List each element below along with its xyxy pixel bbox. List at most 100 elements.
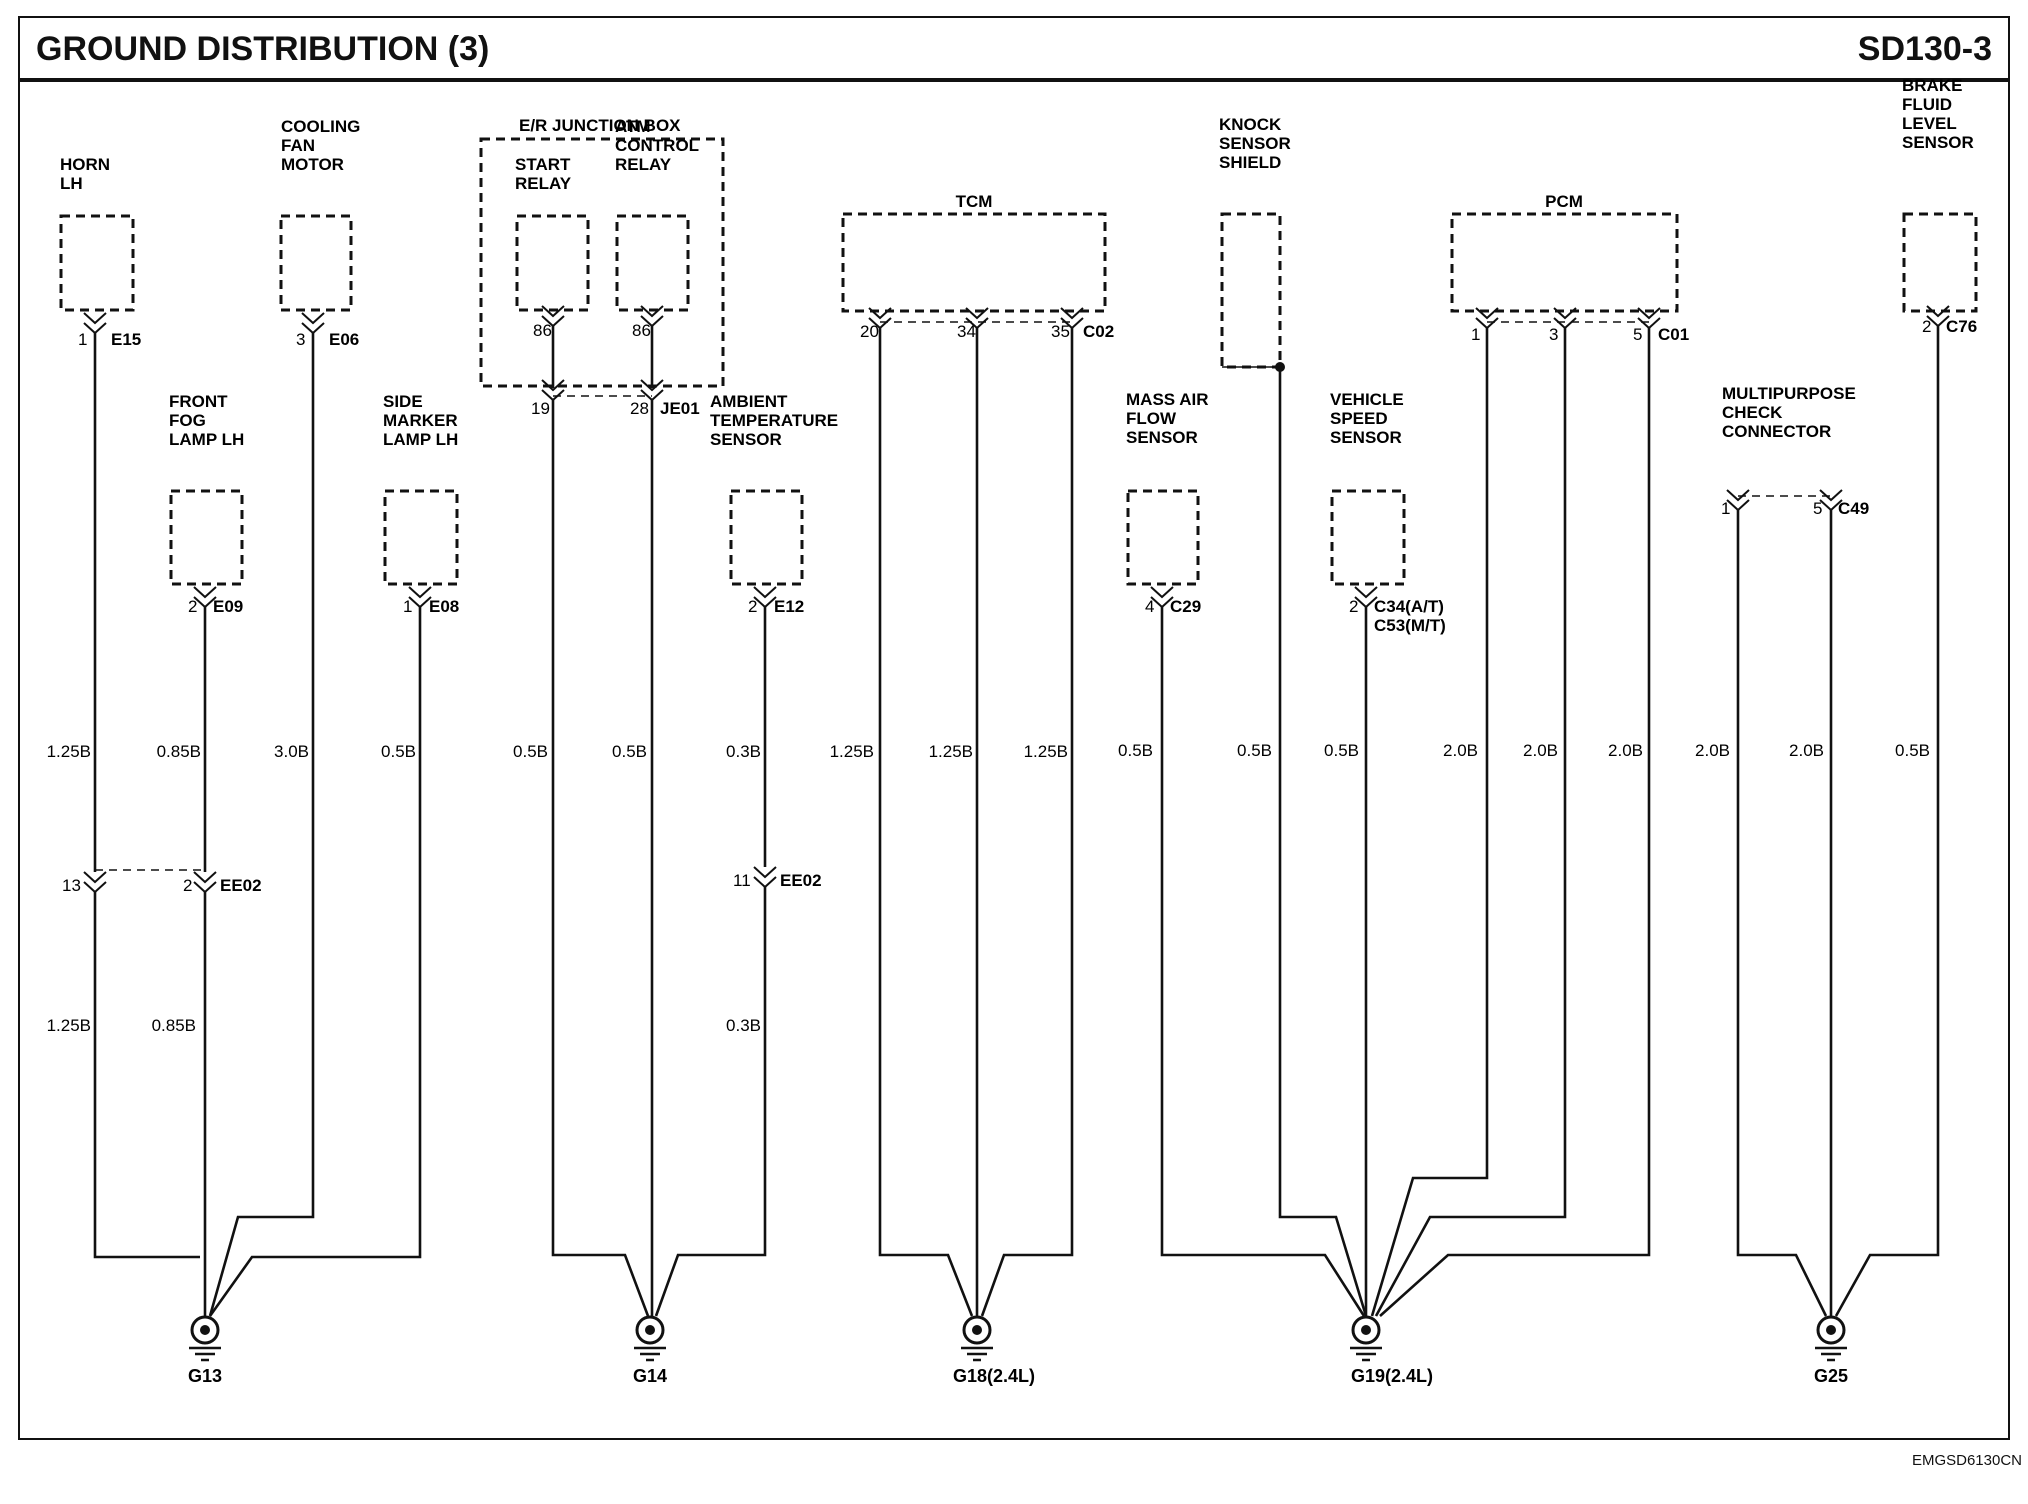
wire-label-fog-lower: 0.85B <box>152 1016 196 1035</box>
C29-pin-number: 4 <box>1145 597 1154 616</box>
atm-label: RELAY <box>615 155 672 174</box>
vss-label: SPEED <box>1330 409 1388 428</box>
wire-label-tcm-20: 1.25B <box>830 742 874 761</box>
fog-box <box>169 489 244 586</box>
C34-connector-label-2: C53(M/T) <box>1374 616 1446 635</box>
C49a-pin-number: 1 <box>1721 499 1730 518</box>
G13-ground-icon <box>189 1315 221 1362</box>
C76-pin-number: 2 <box>1922 317 1931 336</box>
title-bar: GROUND DISTRIBUTION (3) SD130-3 <box>20 18 2008 82</box>
fog-label: LAMP LH <box>169 430 244 449</box>
EE02c-connector <box>753 866 777 889</box>
horn-label: LH <box>60 174 83 193</box>
C34-pin-number: 2 <box>1349 597 1358 616</box>
JE01b-connector-label: JE01 <box>660 399 700 418</box>
wire-label-side: 0.5B <box>381 742 416 761</box>
E06-pin-number: 3 <box>296 330 305 349</box>
wire-6 <box>208 607 422 1317</box>
wire-13 <box>878 328 974 1317</box>
brake-box <box>1902 212 1978 313</box>
EE02b-connector-label: EE02 <box>220 876 262 895</box>
wire-17 <box>1278 367 1368 1317</box>
knock-label: KNOCK <box>1219 115 1282 134</box>
C01a-pin-number: 1 <box>1471 325 1480 344</box>
side-label: MARKER <box>383 411 458 430</box>
tcm-label: TCM <box>956 192 993 211</box>
wire-label-ambient-lower: 0.3B <box>726 1016 761 1035</box>
wire-19 <box>1370 328 1489 1317</box>
atm-label: CONTROL <box>615 136 699 155</box>
fan-label: COOLING <box>281 117 360 136</box>
wire-8 <box>551 400 650 1317</box>
wire-label-fog-upper: 0.85B <box>157 742 201 761</box>
wire-21 <box>1379 328 1651 1317</box>
E12-pin-number: 2 <box>748 597 757 616</box>
E09-pin-number: 2 <box>188 597 197 616</box>
wire-label-fan: 3.0B <box>274 742 309 761</box>
wire-22 <box>1736 510 1828 1317</box>
wire-16 <box>1160 607 1366 1317</box>
wire-label-start: 0.5B <box>513 742 548 761</box>
side-box <box>383 489 459 586</box>
E09-connector-label: E09 <box>213 597 243 616</box>
wire-label-pcm-5: 2.0B <box>1608 741 1643 760</box>
JE01a-pin-number: 19 <box>531 399 550 418</box>
C02b-pin-number: 34 <box>957 322 976 341</box>
ambient-label: AMBIENT <box>710 392 788 411</box>
C01b-pin-number: 3 <box>1549 325 1558 344</box>
ambient-label: TEMPERATURE <box>710 411 838 430</box>
EE02a-pin-number: 13 <box>62 876 81 895</box>
E08-connector-label: E08 <box>429 597 459 616</box>
wire-label-brake: 0.5B <box>1895 741 1930 760</box>
wire-label-horn-lower: 1.25B <box>47 1016 91 1035</box>
C76-connector-label: C76 <box>1946 317 1977 336</box>
wire-12 <box>654 887 767 1317</box>
E08-pin-number: 1 <box>403 597 412 616</box>
page-code: SD130-3 <box>1857 30 1992 68</box>
wire-5 <box>208 333 315 1317</box>
maf-box <box>1126 489 1200 586</box>
JE01b-pin-number: 28 <box>630 399 649 418</box>
wire-20 <box>1374 328 1567 1317</box>
E12-connector-label: E12 <box>774 597 804 616</box>
EE02b-connector <box>193 871 217 894</box>
G13-ground-label: G13 <box>188 1366 222 1386</box>
fog-label: FRONT <box>169 392 228 411</box>
C34-connector-label: C34(A/T) <box>1374 597 1444 616</box>
wire-label-tcm-35: 1.25B <box>1024 742 1068 761</box>
junction-label: E/R JUNCTION BOX <box>519 116 681 135</box>
brake-label: BRAKE <box>1902 76 1962 95</box>
G14-ground-label: G14 <box>633 1366 667 1386</box>
fan-label: FAN <box>281 136 315 155</box>
G19-ground-label: G19(2.4L) <box>1351 1366 1433 1386</box>
G25-ground-icon <box>1815 1315 1847 1362</box>
wire-2 <box>93 892 200 1259</box>
fan-label: MOTOR <box>281 155 344 174</box>
E06-connector-label: E06 <box>329 330 359 349</box>
start86-pin-number: 86 <box>533 321 552 340</box>
brake-label: SENSOR <box>1902 133 1974 152</box>
knock-label: SENSOR <box>1219 134 1291 153</box>
mpcc-label: MULTIPURPOSE <box>1722 384 1856 403</box>
G19-ground-icon <box>1350 1315 1382 1362</box>
wire-label-pcm-1: 2.0B <box>1443 741 1478 760</box>
mpcc-label: CHECK <box>1722 403 1783 422</box>
fan-box <box>279 214 353 312</box>
EE02a-connector <box>83 871 107 894</box>
start-label: RELAY <box>515 174 572 193</box>
start-label: START <box>515 155 571 174</box>
fog-label: FOG <box>169 411 206 430</box>
G14-ground-icon <box>634 1315 666 1362</box>
atm86-pin-number: 86 <box>632 321 651 340</box>
knock-box <box>1220 212 1282 369</box>
start-box <box>515 214 590 312</box>
G18-ground-icon <box>961 1315 993 1362</box>
ambient-box <box>729 489 804 586</box>
C29-connector-label: C29 <box>1170 597 1201 616</box>
vss-label: VEHICLE <box>1330 390 1404 409</box>
brake-label: FLUID <box>1902 95 1952 114</box>
maf-label: SENSOR <box>1126 428 1198 447</box>
wire-label-ambient-upper: 0.3B <box>726 742 761 761</box>
wire-label-vss: 0.5B <box>1324 741 1359 760</box>
